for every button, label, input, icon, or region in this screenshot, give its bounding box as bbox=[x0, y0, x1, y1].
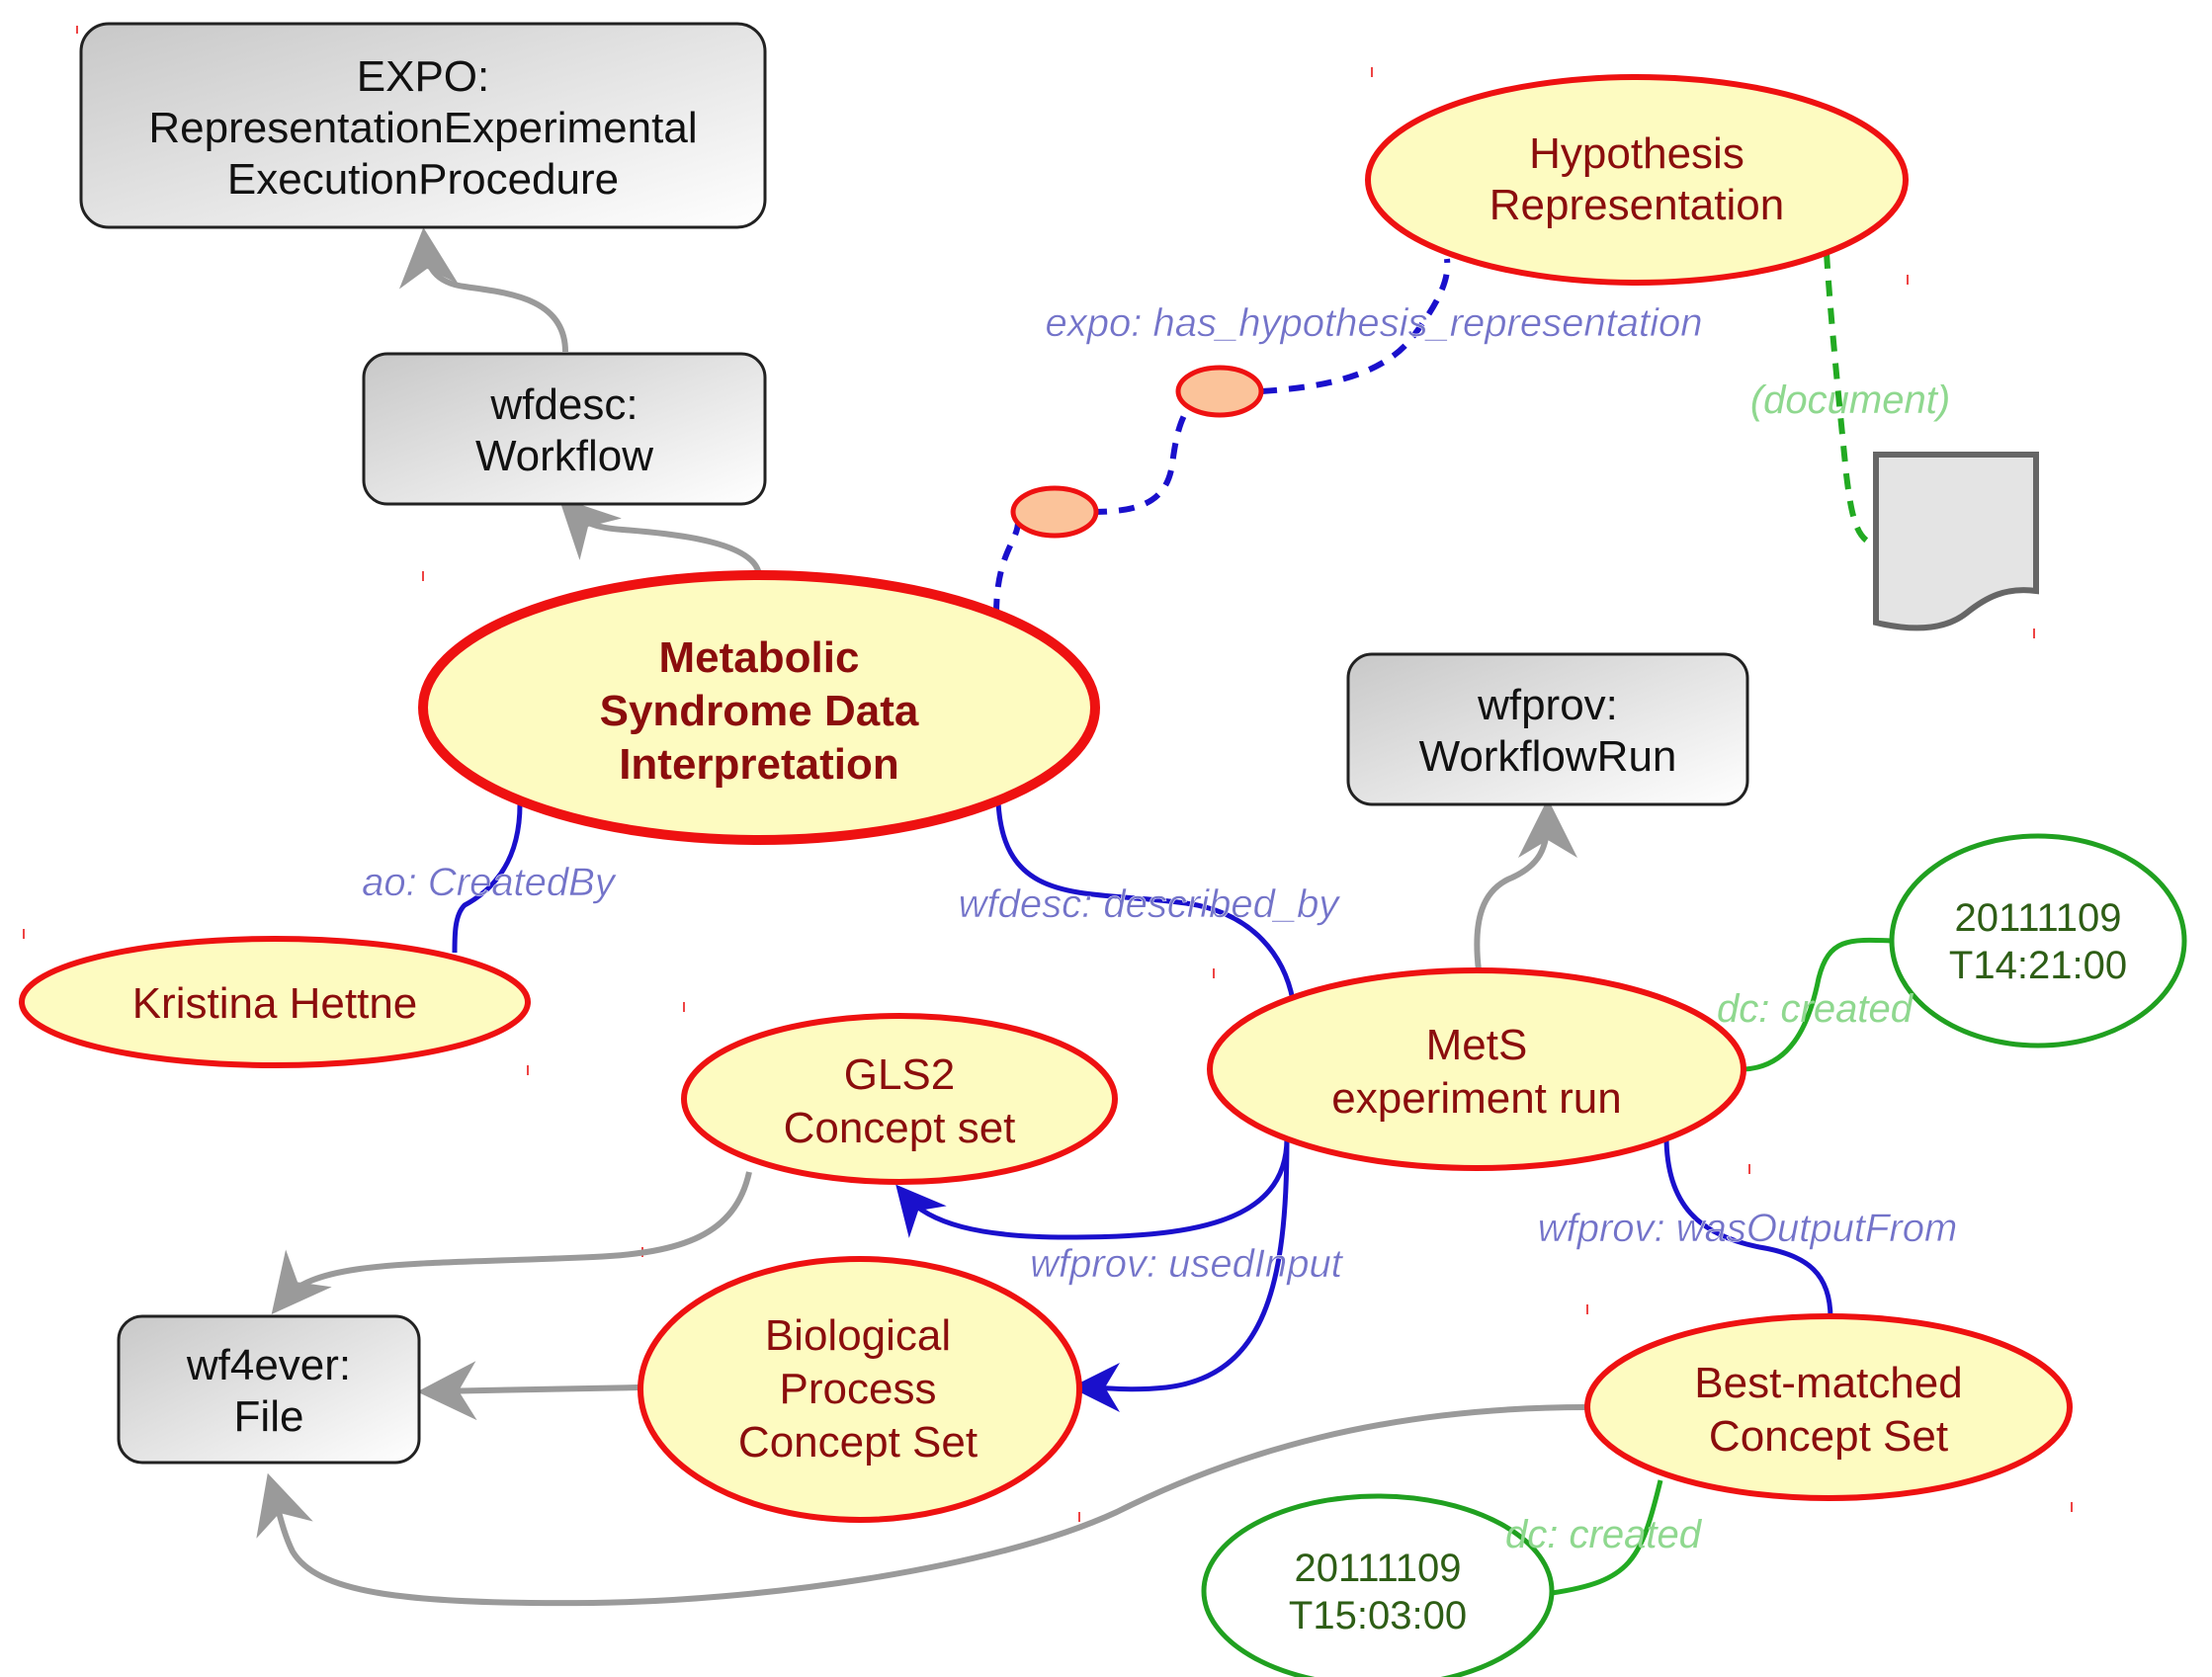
edge-hypothesis-to-document bbox=[1824, 252, 1879, 548]
edge-usedinput-bioproc bbox=[1070, 1137, 1290, 1413]
edge-gls2-to-wf4ever bbox=[271, 1171, 752, 1314]
gls2-line-2: Concept set bbox=[784, 1104, 1016, 1152]
node-wf4ever-box[interactable]: wf4ever: File bbox=[117, 1314, 421, 1465]
tick-marks bbox=[23, 26, 2073, 1522]
edge-wasoutputfrom bbox=[1663, 1135, 1833, 1319]
mets-line-2: experiment run bbox=[1331, 1074, 1621, 1123]
edge-mets-to-wfprov bbox=[1474, 798, 1577, 971]
edge-usedinput-gls2 bbox=[895, 1137, 1290, 1240]
label-was-output-from: wfprov: wasOutputFrom bbox=[1538, 1207, 1958, 1250]
label-dc-created-1: dc: created bbox=[1717, 987, 1914, 1031]
label-used-input: wfprov: usedInput bbox=[1030, 1242, 1344, 1286]
metabolic-line-3: Interpretation bbox=[619, 740, 899, 789]
expo-line-1: EXPO: bbox=[357, 52, 490, 101]
node-bioproc[interactable]: Biological Process Concept Set bbox=[638, 1256, 1082, 1523]
edge-bestmatched-date2 bbox=[1551, 1479, 1663, 1596]
bioproc-line-1: Biological bbox=[765, 1311, 951, 1360]
wfdesc-line-2: Workflow bbox=[475, 432, 653, 480]
node-wfdesc-box[interactable]: wfdesc: Workflow bbox=[362, 352, 767, 506]
date1-line-1: 20111109 bbox=[1954, 896, 2121, 940]
edge-bioproc-to-wf4ever bbox=[417, 1361, 639, 1421]
metabolic-line-1: Metabolic bbox=[659, 633, 860, 682]
label-document: (document) bbox=[1750, 378, 1950, 422]
date1-line-2: T14:21:00 bbox=[1949, 944, 2127, 987]
node-date1[interactable]: 20111109 T14:21:00 bbox=[1889, 833, 2187, 1048]
edge-mets-date1 bbox=[1743, 937, 1893, 1072]
blank-node-1[interactable] bbox=[1010, 485, 1099, 539]
date2-line-1: 20111109 bbox=[1294, 1547, 1461, 1590]
node-date2[interactable]: 20111109 T15:03:00 bbox=[1201, 1493, 1555, 1677]
node-gls2[interactable]: GLS2 Concept set bbox=[681, 1013, 1118, 1185]
bioproc-line-3: Concept Set bbox=[738, 1418, 978, 1467]
node-expo-box[interactable]: EXPO: RepresentationExperimental Executi… bbox=[79, 22, 767, 229]
edge-metabolic-to-wfdesc bbox=[558, 497, 762, 578]
node-mets[interactable]: MetS experiment run bbox=[1207, 967, 1746, 1171]
wfdesc-line-1: wfdesc: bbox=[489, 380, 638, 429]
expo-line-2: RepresentationExperimental bbox=[148, 104, 697, 152]
node-hypothesis[interactable]: Hypothesis Representation bbox=[1365, 74, 1909, 286]
node-kristina[interactable]: Kristina Hettne bbox=[19, 936, 531, 1068]
hypothesis-line-1: Hypothesis bbox=[1529, 129, 1744, 178]
edge-createdby bbox=[452, 803, 523, 954]
wfprov-line-1: wfprov: bbox=[1477, 681, 1618, 729]
date2-line-2: T15:03:00 bbox=[1289, 1594, 1467, 1637]
node-wfprov-box[interactable]: wfprov: WorkflowRun bbox=[1346, 652, 1749, 806]
gls2-line-1: GLS2 bbox=[844, 1050, 956, 1099]
bestmatched-line-2: Concept Set bbox=[1709, 1412, 1948, 1461]
mets-line-1: MetS bbox=[1426, 1021, 1528, 1069]
wf4ever-line-2: File bbox=[234, 1392, 304, 1441]
label-described-by: wfdesc: described_by bbox=[959, 882, 1342, 926]
bestmatched-line-1: Best-matched bbox=[1694, 1359, 1962, 1407]
blank-node-2[interactable] bbox=[1175, 365, 1264, 418]
expo-line-3: ExecutionProcedure bbox=[227, 155, 619, 204]
label-dc-created-2: dc: created bbox=[1505, 1513, 1703, 1556]
edge-wfdesc-to-expo bbox=[398, 227, 568, 353]
edge-described-by bbox=[995, 801, 1296, 1001]
bioproc-line-2: Process bbox=[780, 1365, 937, 1413]
hypothesis-line-2: Representation bbox=[1489, 181, 1784, 229]
node-metabolic[interactable]: Metabolic Syndrome Data Interpretation bbox=[418, 570, 1100, 845]
node-bestmatched[interactable]: Best-matched Concept Set bbox=[1584, 1313, 2073, 1501]
label-created-by: ao: CreatedBy bbox=[362, 861, 618, 904]
document-icon[interactable] bbox=[1873, 452, 2039, 631]
wf4ever-line-1: wf4ever: bbox=[186, 1341, 351, 1389]
label-has-hypothesis: expo: has_hypothesis_representation bbox=[1046, 301, 1703, 345]
kristina-label: Kristina Hettne bbox=[132, 979, 418, 1028]
wfprov-line-2: WorkflowRun bbox=[1419, 732, 1677, 781]
edge-bestmatched-to-wf4ever bbox=[256, 1404, 1588, 1607]
metabolic-line-2: Syndrome Data bbox=[600, 687, 919, 735]
